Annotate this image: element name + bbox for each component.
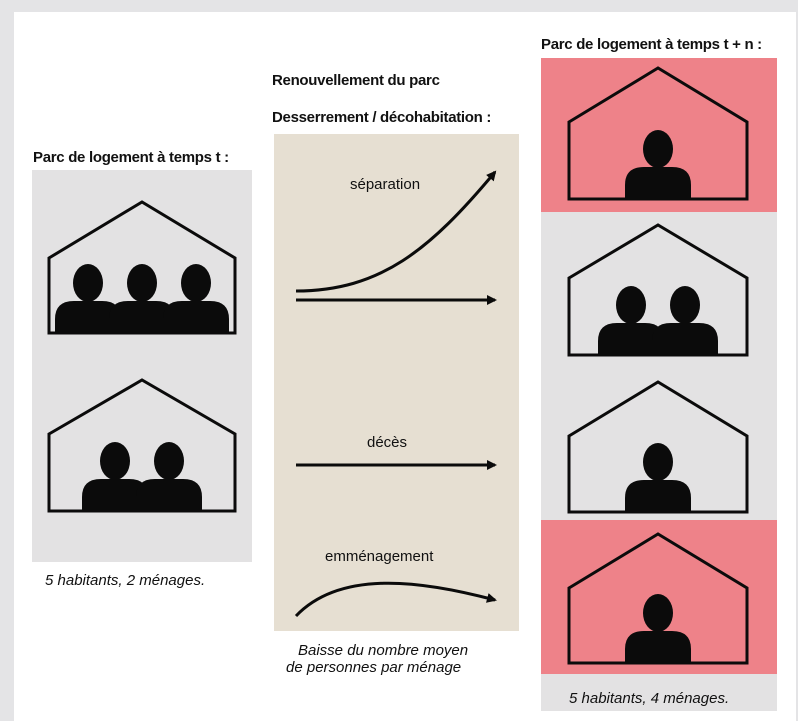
- house-icon: [567, 223, 749, 357]
- middle-caption-line2: de personnes par ménage: [286, 659, 462, 676]
- person-icon: [625, 130, 691, 199]
- middle-title-renouvellement: Renouvellement du parc: [272, 72, 440, 89]
- middle-title-desserrement: Desserrement / décohabitation :: [272, 109, 492, 126]
- house-after-3: [567, 380, 749, 514]
- arrow-label-deces: décès: [367, 434, 408, 451]
- house-icon: [47, 378, 237, 513]
- house-after-1: [567, 66, 749, 201]
- arrow-label-separation: séparation: [350, 176, 421, 193]
- house-after-2: [567, 223, 749, 357]
- house-icon: [47, 200, 237, 335]
- house-after-4: [567, 532, 749, 665]
- house-before-1: [47, 200, 237, 335]
- house-icon: [567, 66, 749, 201]
- person-icon: [82, 442, 148, 511]
- right-caption: 5 habitants, 4 ménages.: [569, 690, 730, 707]
- arrow-emmenagement: [294, 581, 497, 618]
- house-icon: [567, 532, 749, 665]
- person-icon: [136, 442, 202, 511]
- person-icon: [652, 286, 718, 355]
- person-icon: [625, 594, 691, 663]
- arrow-label-emmenagement: emménagement: [325, 548, 434, 565]
- person-icon: [625, 443, 691, 512]
- person-icon: [109, 264, 175, 333]
- left-title: Parc de logement à temps t :: [33, 149, 229, 166]
- arrow-separation: [295, 170, 497, 293]
- house-icon: [567, 380, 749, 514]
- person-icon: [163, 264, 229, 333]
- right-title: Parc de logement à temps t + n :: [541, 36, 762, 53]
- person-icon: [55, 264, 121, 333]
- middle-caption-line1: Baisse du nombre moyen: [298, 642, 469, 659]
- house-before-2: [47, 378, 237, 513]
- person-icon: [598, 286, 664, 355]
- middle-panel: [274, 134, 519, 631]
- left-caption: 5 habitants, 2 ménages.: [45, 572, 206, 589]
